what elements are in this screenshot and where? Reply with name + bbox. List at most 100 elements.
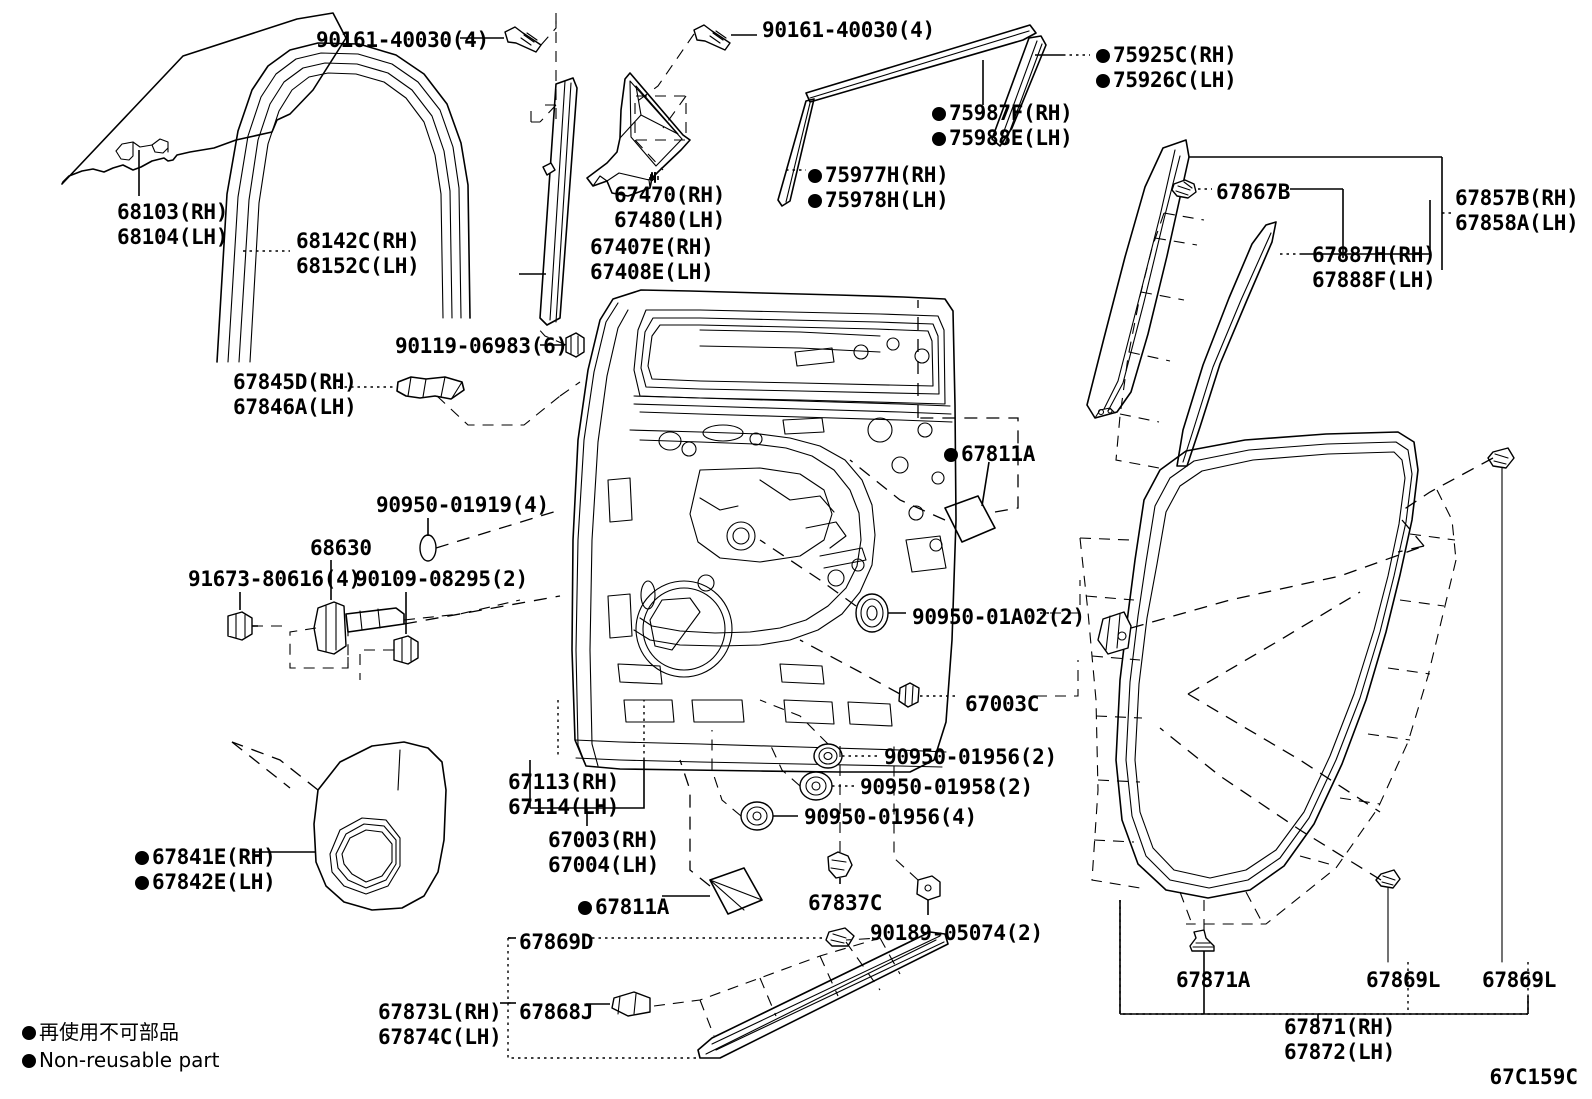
- legend-en-text: Non-reusable part: [39, 1048, 220, 1072]
- part-number-text: 68104(LH): [117, 225, 229, 249]
- part-label-belt-molding-outer: 75925C(RH)75926C(LH): [1096, 43, 1237, 93]
- nonreusable-bullet-icon: [22, 1026, 36, 1040]
- part-number-text: 67872(LH): [1284, 1040, 1396, 1064]
- inner-belt-moulding-part: [338, 376, 581, 426]
- part-number-text: 67003(RH): [548, 828, 660, 852]
- part-label-door-panel: 67003(RH)67004(LH): [548, 828, 659, 878]
- part-number-text: 90119-06983(6): [395, 334, 568, 358]
- door-glass-part: [61, 12, 347, 196]
- part-label-division-bar: 67470(RH)67480(LH): [614, 183, 725, 233]
- part-number-text: 67480(LH): [614, 208, 726, 232]
- part-number-text: 67868J: [519, 1000, 594, 1024]
- part-label-line: 90161-40030(4): [316, 28, 489, 52]
- pillar-garnish-part: [1086, 139, 1454, 419]
- part-label-clip-67867b: 67867B: [1216, 180, 1290, 204]
- part-label-line: 68152C(LH): [296, 254, 420, 279]
- part-label-line: 90950-01956(4): [804, 805, 977, 829]
- part-label-clip-67811a-top: 67811A: [944, 442, 1035, 466]
- part-label-line: 67408E(LH): [590, 260, 714, 285]
- part-label-line: 67003(RH): [548, 828, 659, 853]
- part-label-clip-67003c: 67003C: [965, 692, 1039, 716]
- door-weatherstrip-part: [1079, 431, 1515, 963]
- clip-67003c-part: [799, 639, 1079, 708]
- part-number-text: 90950-01958(2): [860, 775, 1033, 799]
- part-label-pillar-garnish: 67857B(RH)67858A(LH): [1455, 186, 1579, 236]
- part-label-line: 90189-05074(2): [870, 921, 1043, 945]
- part-number-text: 90161-40030(4): [762, 18, 935, 42]
- part-number-text: 67114(LH): [508, 795, 620, 819]
- plug-90950-01a02-part: [759, 539, 1081, 633]
- part-label-run-channel: 68142C(RH)68152C(LH): [296, 229, 420, 279]
- part-number-text: 67470(RH): [614, 183, 726, 207]
- bolt-90109-part: [359, 592, 419, 680]
- legend-row-en: Non-reusable part: [22, 1046, 219, 1074]
- screw-91673-part: [227, 592, 290, 641]
- part-number-text: 67857B(RH): [1455, 186, 1579, 210]
- part-number-text: 75926C(LH): [1113, 68, 1237, 92]
- part-label-plug-90950-01958: 90950-01958(2): [860, 775, 1033, 799]
- glass-run-channel-part: [216, 42, 471, 363]
- part-label-line: 75925C(RH): [1096, 43, 1237, 68]
- clip-67811a-bottom-part: [662, 759, 763, 915]
- nonreusable-bullet-icon: [135, 876, 149, 890]
- part-number-text: 90950-01A02(2): [912, 605, 1085, 629]
- part-label-line: 67873L(RH): [378, 1000, 502, 1025]
- part-label-belt-inner: 67845D(RH)67846A(LH): [233, 370, 357, 420]
- clip-90189-part: [893, 746, 941, 915]
- nonreusable-bullet-icon: [1096, 49, 1110, 63]
- part-label-clip-67869l-1: 67869L: [1366, 968, 1440, 992]
- part-label-pillar-seal: 67887H(RH)67888F(LH): [1312, 243, 1436, 293]
- part-label-line: 68104(LH): [117, 225, 228, 250]
- part-label-line: 67888F(LH): [1312, 268, 1436, 293]
- legend-row-jp: 再使用不可部品: [22, 1018, 219, 1046]
- part-label-line: 67887H(RH): [1312, 243, 1436, 268]
- part-number-text: 90189-05074(2): [870, 921, 1043, 945]
- part-number-text: 67113(RH): [508, 770, 620, 794]
- part-label-line: 68103(RH): [117, 200, 228, 225]
- diagram-code: 67C159C: [1489, 1065, 1578, 1089]
- screw-90161-top-left: [460, 13, 557, 123]
- part-label-screw-top-left: 90161-40030(4): [316, 28, 489, 52]
- part-label-line: 67811A: [944, 442, 1035, 466]
- part-label-line: 67811A: [578, 895, 669, 919]
- part-label-line: 67004(LH): [548, 853, 659, 878]
- part-label-line: 67871A: [1176, 968, 1250, 992]
- part-label-line: 75978H(LH): [808, 188, 949, 213]
- part-number-text: 67871A: [1176, 968, 1251, 992]
- part-number-text: 68630: [310, 536, 372, 560]
- part-number-text: 67811A: [961, 442, 1036, 466]
- part-number-text: 67811A: [595, 895, 670, 919]
- screw-90161-top-mid: [634, 24, 757, 171]
- part-number-text: 68152C(LH): [296, 254, 420, 278]
- division-bar-weatherstrip-part: [519, 77, 578, 326]
- nonreusable-bullet-icon: [1096, 74, 1110, 88]
- part-number-text: 67869L: [1366, 968, 1441, 992]
- part-label-line: 67113(RH): [508, 770, 619, 795]
- part-label-line: 67003C: [965, 692, 1039, 716]
- nonreusable-bullet-icon: [808, 194, 822, 208]
- part-label-div-bar-weatherstrip: 67407E(RH)67408E(LH): [590, 235, 714, 285]
- part-label-line: 67407E(RH): [590, 235, 714, 260]
- door-panel-leaders: [529, 700, 645, 826]
- bolt-90119-part: [535, 325, 585, 358]
- part-label-service-hole-cover: 67841E(RH)67842E(LH): [135, 845, 276, 895]
- part-label-line: 75926C(LH): [1096, 68, 1237, 93]
- part-number-text: 67873L(RH): [378, 1000, 502, 1024]
- nonreusable-bullet-icon: [808, 169, 822, 183]
- part-label-clip-67869d: 67869D: [519, 930, 593, 954]
- part-label-clip-67869l-2: 67869L: [1482, 968, 1556, 992]
- part-label-weatherstrip: 67871(RH)67872(LH): [1284, 1015, 1395, 1065]
- plugs-group: [711, 699, 878, 831]
- lower-molding-group: [500, 927, 949, 1059]
- part-label-clip-67811a-bottom: 67811A: [578, 895, 669, 919]
- part-number-text: 68142C(RH): [296, 229, 420, 253]
- outer-belt-molding-part: [991, 35, 1090, 147]
- part-label-clip-67871a: 67871A: [1176, 968, 1250, 992]
- part-label-line: 90950-01A02(2): [912, 605, 1085, 629]
- part-number-text: 75988E(LH): [949, 126, 1073, 150]
- part-number-text: 67874C(LH): [378, 1025, 502, 1049]
- part-label-line: 67868J: [519, 1000, 593, 1024]
- service-hole-cover-part: [231, 741, 447, 911]
- part-label-line: 67867B: [1216, 180, 1290, 204]
